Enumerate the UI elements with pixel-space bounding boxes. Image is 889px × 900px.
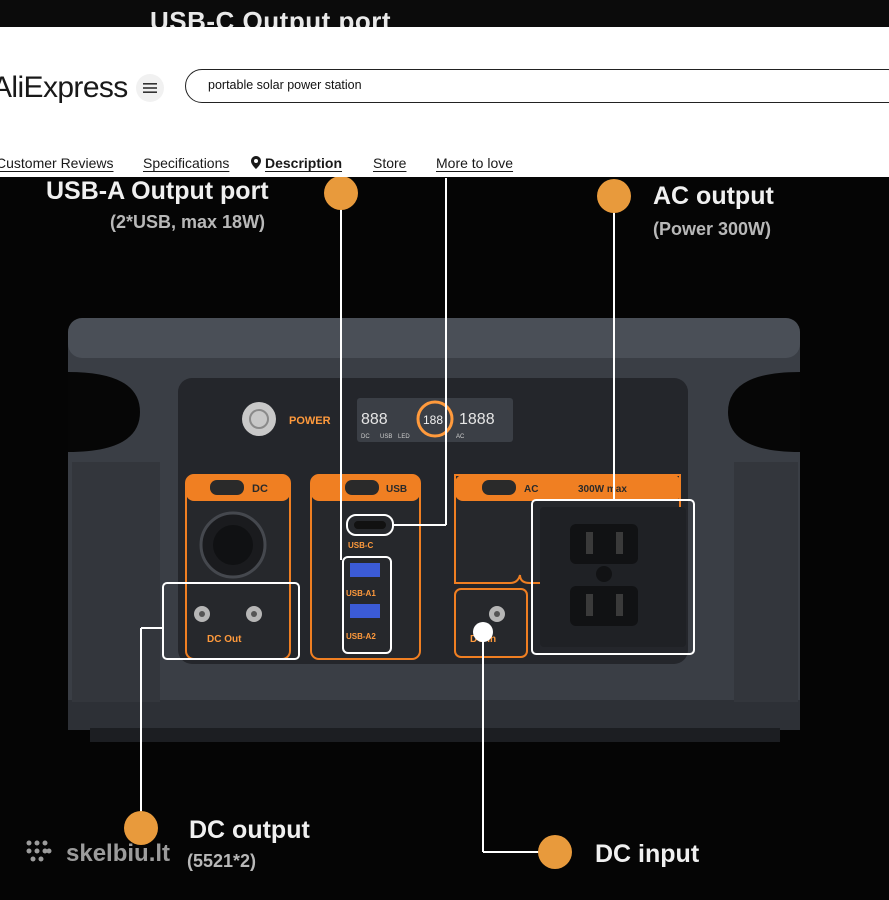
usb-a-highlight xyxy=(342,556,392,654)
callout-dot xyxy=(538,835,572,869)
power-label: POWER xyxy=(289,415,331,427)
site-header: AliExpress Customer Reviews Specificatio… xyxy=(0,27,889,177)
dc-out-label: DC Out xyxy=(207,634,242,645)
watermark: skelbiu.lt xyxy=(26,840,170,867)
usb-a2-label: USB-A2 xyxy=(346,632,376,641)
top-strip: USB-C Output port xyxy=(0,0,889,27)
usb-c-callout-title-cut: USB-C Output port xyxy=(150,6,392,27)
product-tabs: Customer Reviews Specifications Descript… xyxy=(0,155,889,175)
ac-socket-icon xyxy=(570,586,638,626)
lcd-sub-label: LED xyxy=(398,434,410,440)
aliexpress-logo[interactable]: AliExpress xyxy=(0,71,128,104)
ac-callout-title: AC output xyxy=(653,182,774,210)
usb-a-callout-sub: (2*USB, max 18W) xyxy=(110,212,265,232)
tab-specifications[interactable]: Specifications xyxy=(143,155,230,171)
usb-a-port-icon xyxy=(350,563,380,577)
ac-rating-label: 300W max xyxy=(578,484,627,495)
lcd-center-digits: 188 xyxy=(423,413,443,427)
usb-a-port-icon xyxy=(350,604,380,618)
ac-callout-sub: (Power 300W) xyxy=(653,219,771,239)
dc-in-panel xyxy=(454,588,528,658)
callout-dot xyxy=(597,179,631,213)
ac-socket-icon xyxy=(570,524,638,564)
tab-description[interactable]: Description xyxy=(251,155,342,171)
callout-dot xyxy=(124,811,158,845)
menu-button[interactable] xyxy=(136,74,164,102)
search-input[interactable] xyxy=(208,78,808,92)
usb-a1-label: USB-A1 xyxy=(346,589,376,598)
dc-out-callout-title: DC output xyxy=(189,816,310,844)
dc-panel: DC xyxy=(185,474,291,660)
tab-description-label: Description xyxy=(265,155,343,171)
search-bar[interactable] xyxy=(185,69,889,103)
location-pin-icon xyxy=(251,156,261,169)
tab-customer-reviews[interactable]: Customer Reviews xyxy=(0,155,114,171)
hamburger-icon xyxy=(143,83,157,93)
dc-panel-label: DC xyxy=(252,483,268,495)
power-button-icon xyxy=(242,402,276,436)
power-station-device: POWER 888 188 1888 DC USB LED AC DC DC O… xyxy=(68,318,800,742)
watermark-text: skelbiu.lt xyxy=(66,840,170,867)
usb-a-callout-title: USB-A Output port xyxy=(46,177,269,205)
lcd-sub-label: DC xyxy=(361,434,370,440)
dc-in-callout-title: DC input xyxy=(595,840,700,868)
tab-more-to-love[interactable]: More to love xyxy=(436,155,514,171)
lcd-sub-label: USB xyxy=(380,434,392,440)
ac-panel: AC 300W max xyxy=(454,474,695,655)
lcd-display xyxy=(357,398,513,442)
ac-panel-label: AC xyxy=(524,484,538,495)
dc-in-marker xyxy=(473,622,493,642)
battery-ring xyxy=(416,400,454,438)
usb-c-port-icon xyxy=(346,514,394,536)
dc-out-callout-sub: (5521*2) xyxy=(187,851,256,871)
lcd-left-digits: 888 xyxy=(361,411,388,428)
callout-dot xyxy=(324,176,358,210)
usb-panel-label: USB xyxy=(386,484,407,495)
usb-c-label: USB-C xyxy=(348,541,374,550)
usb-panel: USB USB-C USB-A1 USB-A2 xyxy=(310,474,421,660)
lcd-right-digits: 1888 xyxy=(459,411,495,428)
tab-store[interactable]: Store xyxy=(373,155,407,171)
lcd-sub-label: AC xyxy=(456,434,465,440)
dc-out-highlight xyxy=(162,582,300,660)
